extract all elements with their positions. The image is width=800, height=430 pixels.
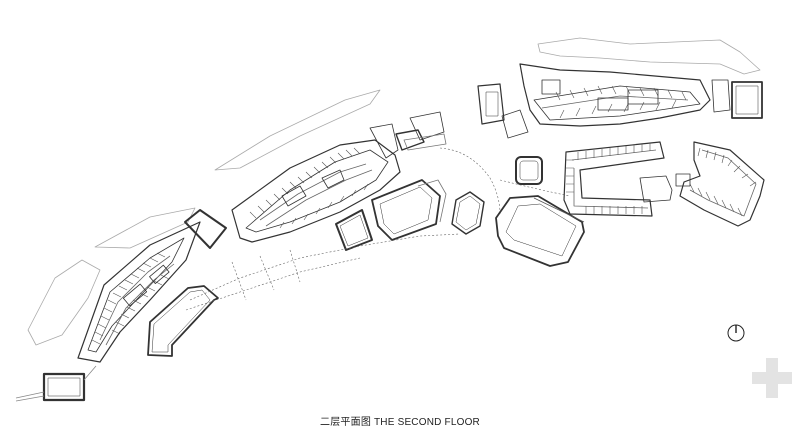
- left-terrace-outline: [27, 89, 381, 346]
- drawing-caption: 二层平面图 THE SECOND FLOOR: [320, 417, 480, 428]
- left-solid-blocks: [147, 209, 227, 357]
- central-solid-blocks: [335, 179, 485, 251]
- right-courtyard-building: [563, 141, 765, 227]
- entrance-pavilion: [15, 365, 97, 402]
- upper-right-complex: [477, 37, 763, 139]
- circulation-path: [185, 147, 571, 311]
- north-arrow-icon: [727, 324, 745, 342]
- middle-left-wing: [231, 111, 447, 243]
- round-pavilion: [515, 156, 543, 185]
- left-wing-block: [77, 221, 201, 363]
- cross-watermark-icon: [752, 358, 792, 398]
- right-center-block: [495, 195, 585, 267]
